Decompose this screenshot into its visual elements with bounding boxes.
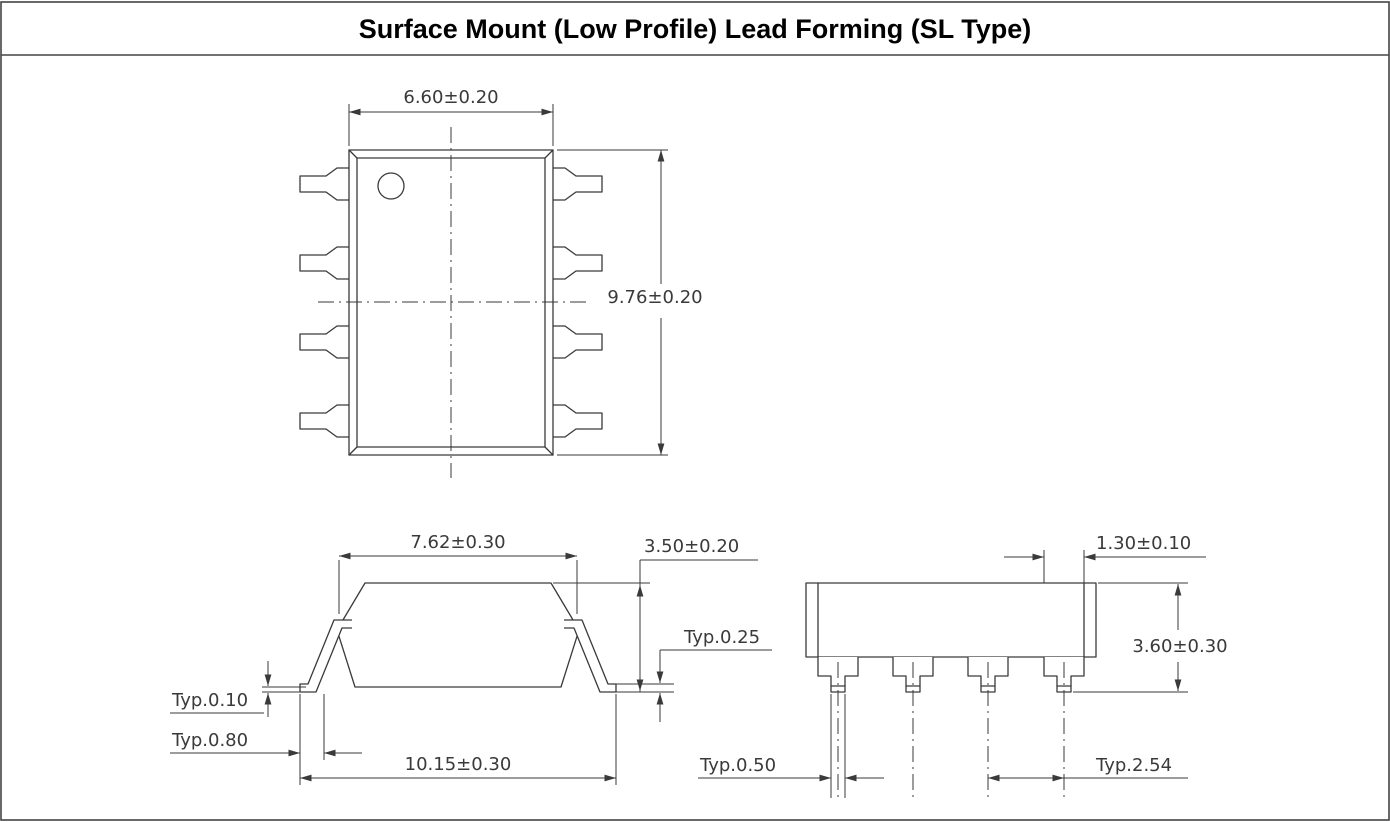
top-height-dim-label: 9.76±0.20: [607, 287, 702, 308]
lead-top-right-4: [552, 404, 603, 438]
end-lead-width-dim-label: 1.30±0.10: [1096, 533, 1191, 554]
lead-top-right-1: [552, 167, 603, 201]
front-lead-thickness-dim-label: Typ.0.25: [683, 627, 760, 648]
top-width-dim-label: 6.60±0.20: [403, 87, 498, 108]
end-view: 1.30±0.10 3.60±0.30 Typ.0.50 Typ.2.54: [698, 533, 1228, 798]
body-bevel-br: [544, 446, 554, 456]
lead-top-left-3: [299, 325, 350, 359]
lead-top-right-3: [552, 325, 603, 359]
package-body-front: [336, 582, 580, 688]
lead-front-right: [564, 619, 617, 693]
front-height-dim-label: 3.50±0.20: [644, 536, 739, 557]
lead-top-left-2: [299, 246, 350, 280]
front-body-width-dim-label: 7.62±0.30: [410, 532, 505, 553]
front-foot-length-dim-label: Typ.0.80: [171, 730, 248, 751]
lead-top-right-2: [552, 246, 603, 280]
front-standoff-dim-label: Typ.0.10: [171, 690, 248, 711]
lead-front-left: [299, 619, 352, 693]
body-bevel-tr: [544, 149, 554, 159]
end-pitch-dim-label: Typ.2.54: [1095, 755, 1172, 776]
lead-top-left-4: [299, 404, 350, 438]
pin1-indicator: [377, 172, 405, 200]
top-view: 6.60±0.20 9.76±0.20: [299, 87, 703, 478]
body-bevel-tl: [348, 149, 358, 159]
front-view: 7.62±0.30 3.50±0.20 Typ.0.25 Typ.0.10 Ty…: [170, 532, 772, 785]
end-height-dim-label: 3.60±0.30: [1132, 636, 1227, 657]
package-body-end: [805, 582, 1097, 658]
lead-top-left-1: [299, 167, 350, 201]
front-overall-width-dim-label: 10.15±0.30: [405, 754, 512, 775]
body-bevel-bl: [348, 446, 358, 456]
end-lead-tip-width-dim-label: Typ.0.50: [699, 755, 776, 776]
page-title: Surface Mount (Low Profile) Lead Forming…: [359, 14, 1032, 44]
